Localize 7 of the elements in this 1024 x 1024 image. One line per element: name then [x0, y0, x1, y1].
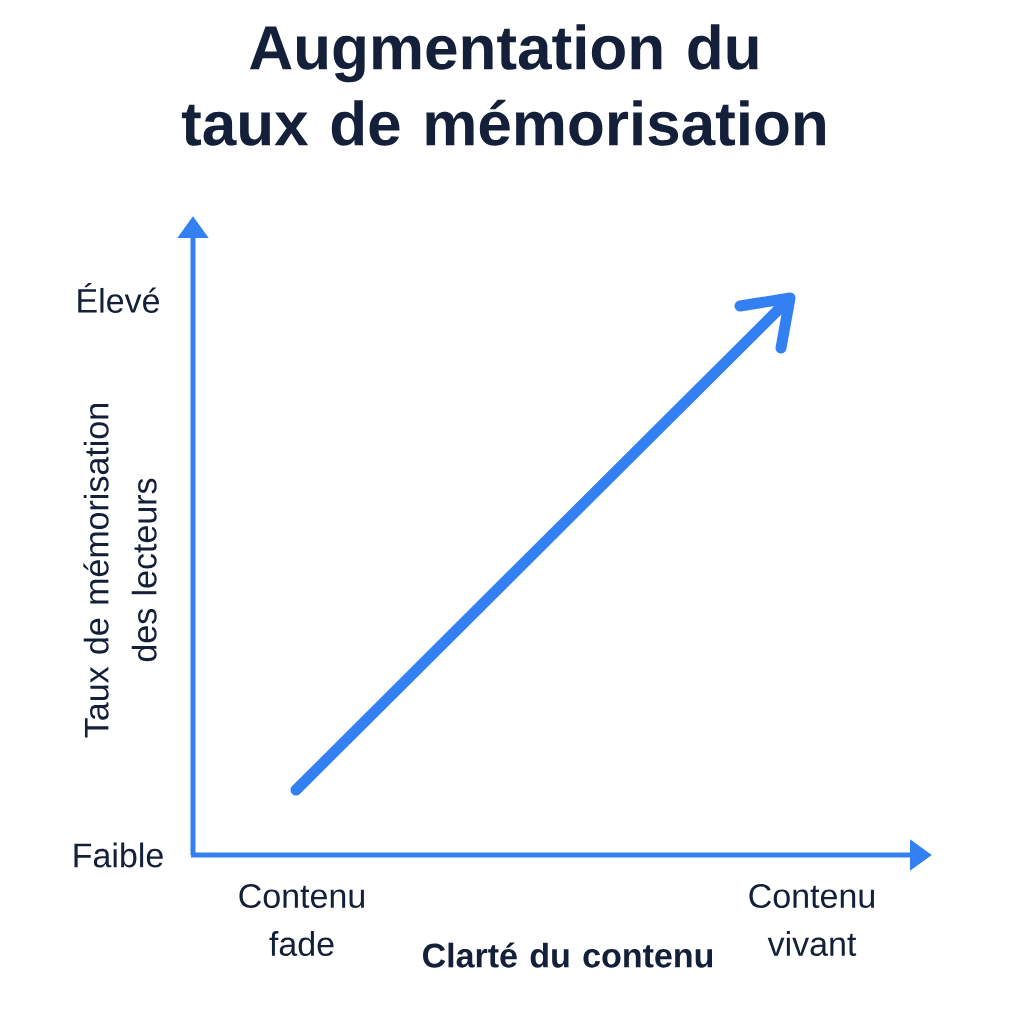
- tick-label: Contenu vivant: [749, 883, 874, 957]
- tick-label: Élevé: [78, 283, 159, 313]
- tick-label: Contenu fade: [239, 883, 364, 957]
- axis-label: Clarté du contenu: [423, 942, 713, 968]
- title: Augmentation du taux de mémorisation: [181, 24, 825, 146]
- tick-label: Faible: [74, 842, 163, 868]
- axis-label: Taux de mémorisation des lecteurs: [83, 404, 157, 738]
